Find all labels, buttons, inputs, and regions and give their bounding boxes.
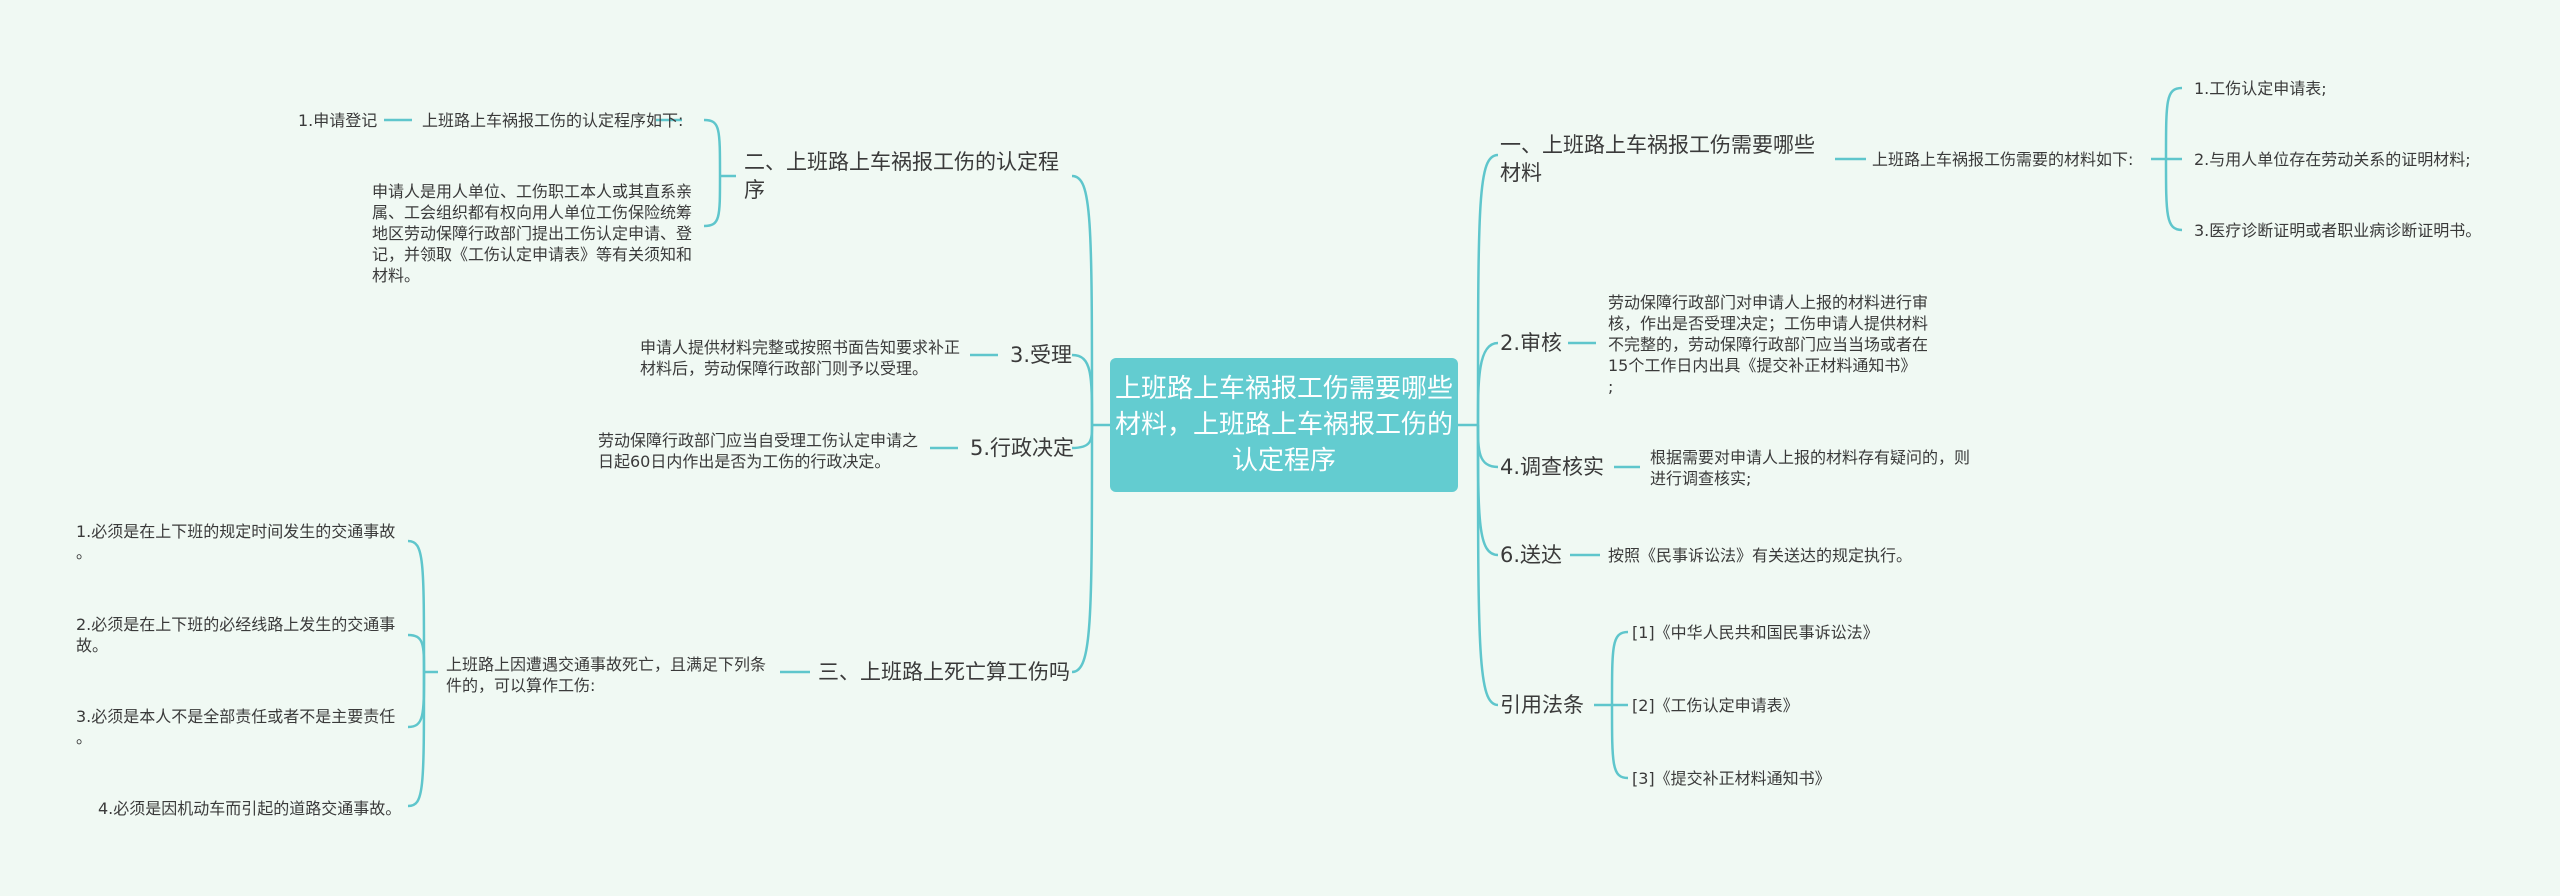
citation-2[interactable]: [2]《工伤认定申请表》	[1632, 696, 1799, 715]
branch-required-materials[interactable]: 一、上班路上车祸报工伤需要哪些 材料	[1500, 133, 1815, 185]
condition-4[interactable]: 4.必须是因机动车而引起的道路交通事故。	[98, 799, 402, 818]
branch-acceptance[interactable]: 3.受理	[1010, 343, 1073, 367]
citation-3[interactable]: [3]《提交补正材料通知书》	[1632, 769, 1831, 788]
material-item-2[interactable]: 2.与用人单位存在劳动关系的证明材料;	[2194, 150, 2471, 169]
branch-citations[interactable]: 引用法条	[1500, 693, 1584, 717]
step-application[interactable]: 1.申请登记	[298, 111, 378, 130]
branch-procedure[interactable]: 二、上班路上车祸报工伤的认定程 序	[744, 150, 1059, 202]
material-item-3[interactable]: 3.医疗诊断证明或者职业病诊断证明书。	[2194, 221, 2482, 240]
investigation-detail[interactable]: 根据需要对申请人上报的材料存有疑问的，则 进行调查核实;	[1650, 448, 1971, 488]
application-detail[interactable]: 申请人是用人单位、工伤职工本人或其直系亲 属、工会组织都有权向用人单位工伤保险统…	[372, 182, 693, 285]
procedure-intro[interactable]: 上班路上车祸报工伤的认定程序如下:	[422, 111, 684, 130]
branch-review[interactable]: 2.审核	[1500, 331, 1563, 355]
branch-administrative-decision[interactable]: 5.行政决定	[970, 436, 1075, 460]
death-conditions-intro[interactable]: 上班路上因遭遇交通事故死亡，且满足下列条 件的，可以算作工伤:	[446, 655, 767, 695]
condition-2[interactable]: 2.必须是在上下班的必经线路上发生的交通事 故。	[76, 615, 396, 655]
branch-delivery[interactable]: 6.送达	[1500, 543, 1563, 567]
material-item-1[interactable]: 1.工伤认定申请表;	[2194, 79, 2327, 98]
branch-death-on-commute[interactable]: 三、上班路上死亡算工伤吗	[818, 660, 1070, 684]
decision-detail[interactable]: 劳动保障行政部门应当自受理工伤认定申请之 日起60日内作出是否为工伤的行政决定。	[598, 431, 919, 471]
materials-intro[interactable]: 上班路上车祸报工伤需要的材料如下:	[1872, 150, 2134, 169]
delivery-detail[interactable]: 按照《民事诉讼法》有关送达的规定执行。	[1608, 546, 1913, 565]
review-detail[interactable]: 劳动保障行政部门对申请人上报的材料进行审 核，作出是否受理决定；工伤申请人提供材…	[1608, 293, 1929, 396]
condition-1[interactable]: 1.必须是在上下班的规定时间发生的交通事故 。	[76, 522, 396, 562]
citation-1[interactable]: [1]《中华人民共和国民事诉讼法》	[1632, 623, 1879, 642]
acceptance-detail[interactable]: 申请人提供材料完整或按照书面告知要求补正 材料后，劳动保障行政部门则予以受理。	[640, 338, 961, 378]
branch-investigation[interactable]: 4.调查核实	[1500, 455, 1605, 479]
condition-3[interactable]: 3.必须是本人不是全部责任或者不是主要责任 。	[76, 707, 396, 747]
root-topic[interactable]: 上班路上车祸报工伤需要哪些材料，上班路上车祸报工伤的认定程序	[1110, 358, 1458, 492]
